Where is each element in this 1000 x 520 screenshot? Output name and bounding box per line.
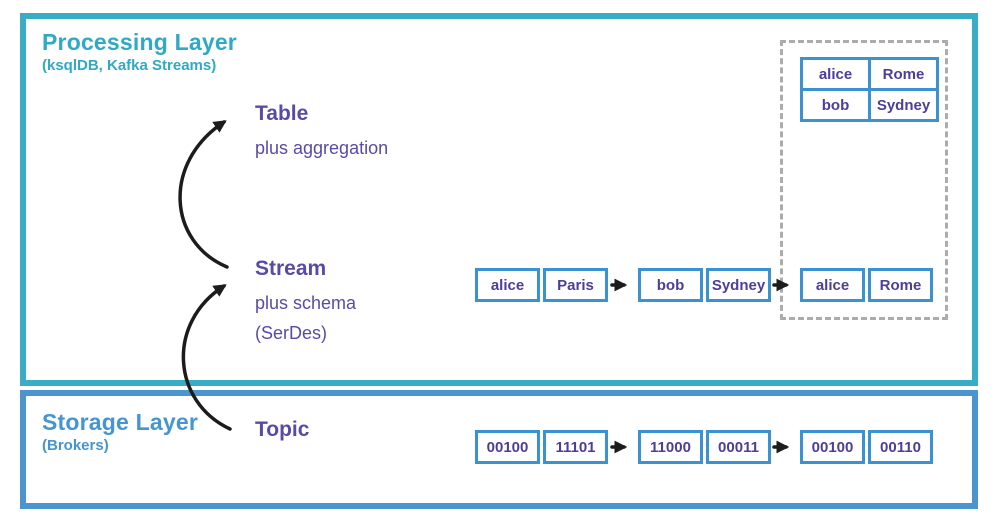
record-value-cell: Paris [543, 268, 608, 302]
table-concept-label: Table [255, 102, 309, 125]
topic-record: 00100 11101 [475, 430, 608, 464]
storage-layer-subtitle: (Brokers) [42, 437, 109, 454]
record-value-cell: 00011 [706, 430, 771, 464]
record-value-cell: Sydney [706, 268, 771, 302]
stream-concept-description-line2: (SerDes) [255, 323, 328, 343]
dashed-group-box [780, 40, 948, 320]
stream-record: alice Paris [475, 268, 608, 302]
topic-record: 11000 00011 [638, 430, 771, 464]
stream-concept-description-line1: plus schema [255, 293, 357, 313]
record-value-cell: 11101 [543, 430, 608, 464]
table-cell-value: Sydney [868, 88, 939, 122]
table-row: bob Sydney [800, 88, 939, 122]
table-concept-description: plus aggregation [255, 138, 389, 158]
record-key-cell: alice [800, 268, 865, 302]
stream-concept-label: Stream [255, 257, 327, 280]
storage-layer-title: Storage Layer [42, 409, 198, 435]
record-value-cell: 00110 [868, 430, 933, 464]
table-state-grid: alice Rome bob Sydney [800, 57, 939, 122]
record-key-cell: 11000 [638, 430, 703, 464]
table-cell-key: alice [800, 57, 871, 91]
record-value-cell: Rome [868, 268, 933, 302]
table-cell-key: bob [800, 88, 871, 122]
processing-layer-subtitle: (ksqlDB, Kafka Streams) [42, 57, 217, 74]
stream-record: bob Sydney [638, 268, 771, 302]
record-key-cell: 00100 [800, 430, 865, 464]
stream-record: alice Rome [800, 268, 933, 302]
topic-concept-label: Topic [255, 418, 310, 441]
record-key-cell: alice [475, 268, 540, 302]
record-key-cell: bob [638, 268, 703, 302]
table-cell-value: Rome [868, 57, 939, 91]
topic-record: 00100 00110 [800, 430, 933, 464]
record-key-cell: 00100 [475, 430, 540, 464]
table-row: alice Rome [800, 57, 939, 91]
processing-layer-title: Processing Layer [42, 29, 237, 55]
